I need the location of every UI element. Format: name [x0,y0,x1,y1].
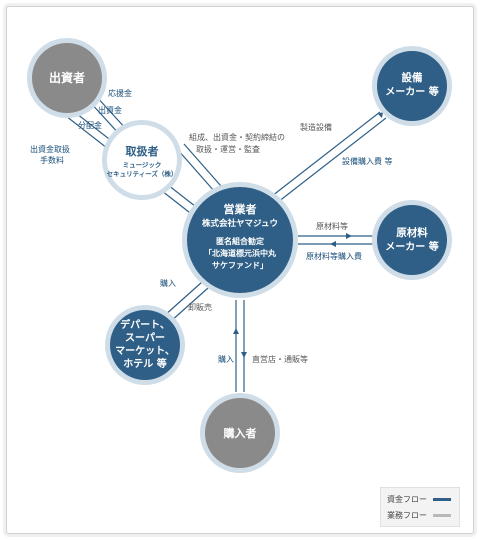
retail-line1: デパート、 [120,318,170,331]
node-buyer: 購入者 [200,393,280,473]
arrow-buyer-up [233,328,239,334]
line-operator-retail-b [169,287,209,323]
line-operator-equipment-a [271,111,381,197]
equipment-line1: 設備 [402,71,423,84]
legend-money-swatch [433,498,451,501]
legend-money-label: 資金フロー [387,495,427,504]
label-org-line2: 取扱・運営・監査 [196,144,260,154]
flow-labels: 応援金 出資金 分配金 出資金取扱 手数料 組成、出資金・契約締結の 取扱・運営… [30,88,393,364]
label-eq-pay: 設備購入費 等 [342,156,393,166]
legend: 資金フロー 業務フロー [380,487,460,527]
label-mat-pay: 原材料等購入費 [306,251,362,261]
handler-sub1: ミュージック [123,160,162,169]
label-retail-buy: 購入 [160,278,176,288]
arrow-material-goods [346,233,352,239]
label-buyer-buy: 購入 [218,354,234,364]
label-buyer-sell: 直営店・通販等 [252,354,308,364]
line-operator-equipment-b [277,117,387,203]
legend-money: 資金フロー [387,494,451,505]
label-mat-goods: 原材料等 [316,221,348,231]
label-eq-service: 製造設備 [300,122,332,132]
label-fee-line2: 手数料 [40,155,64,165]
label-fee-line1: 出資金取扱 [30,144,70,154]
label-dividend: 分配金 [78,120,102,130]
legend-business-label: 業務フロー [387,511,427,520]
label-retail-sell: 卸販売 [188,302,212,312]
node-investor: 出資者 [27,38,107,118]
material-line1: 原材料 [396,226,428,239]
label-investment: 出資金 [98,105,122,115]
line-investor-handler-a [94,94,128,131]
retail-line3: マーケット、 [115,345,175,357]
operator-title: 営業者 [224,202,257,216]
handler-sub2: セキュリティーズ（株） [107,169,178,178]
node-material: 原材料 メーカー 等 [372,200,452,280]
arrow-equipment [378,112,383,118]
handler-title: 取扱者 [126,144,159,158]
material-line2: メーカー 等 [385,240,438,253]
node-retail: デパート、 スーパー マーケット、 ホテル 等 [105,305,185,385]
label-apply: 応援金 [108,88,132,98]
retail-line4: ホテル 等 [123,357,166,370]
operator-line1: 匿名組合勧定 [216,236,264,246]
label-org-line1: 組成、出資金・契約締結の [189,132,285,142]
arrow-buyer-down [241,352,247,358]
equipment-line2: メーカー 等 [385,85,438,98]
operator-company: 株式会社ヤマジュウ [202,218,278,229]
node-operator: 営業者 株式会社ヤマジュウ 匿名組合勧定 「北海道標元浜中丸 サケファンド」 [182,182,298,298]
investor-label: 出資者 [49,70,85,85]
operator-line3: サケファンド」 [212,261,268,270]
buyer-label: 購入者 [223,426,257,440]
node-handler: 取扱者 ミュージック セキュリティーズ（株） [102,120,182,200]
arrow-material-pay [330,241,336,247]
operator-line2: 「北海道標元浜中丸 [204,248,277,258]
legend-business: 業務フロー [387,510,451,521]
legend-business-swatch [433,514,451,517]
node-equipment: 設備 メーカー 等 [372,46,452,126]
line-operator-retail-a [163,281,203,317]
retail-line2: スーパー [125,332,165,344]
